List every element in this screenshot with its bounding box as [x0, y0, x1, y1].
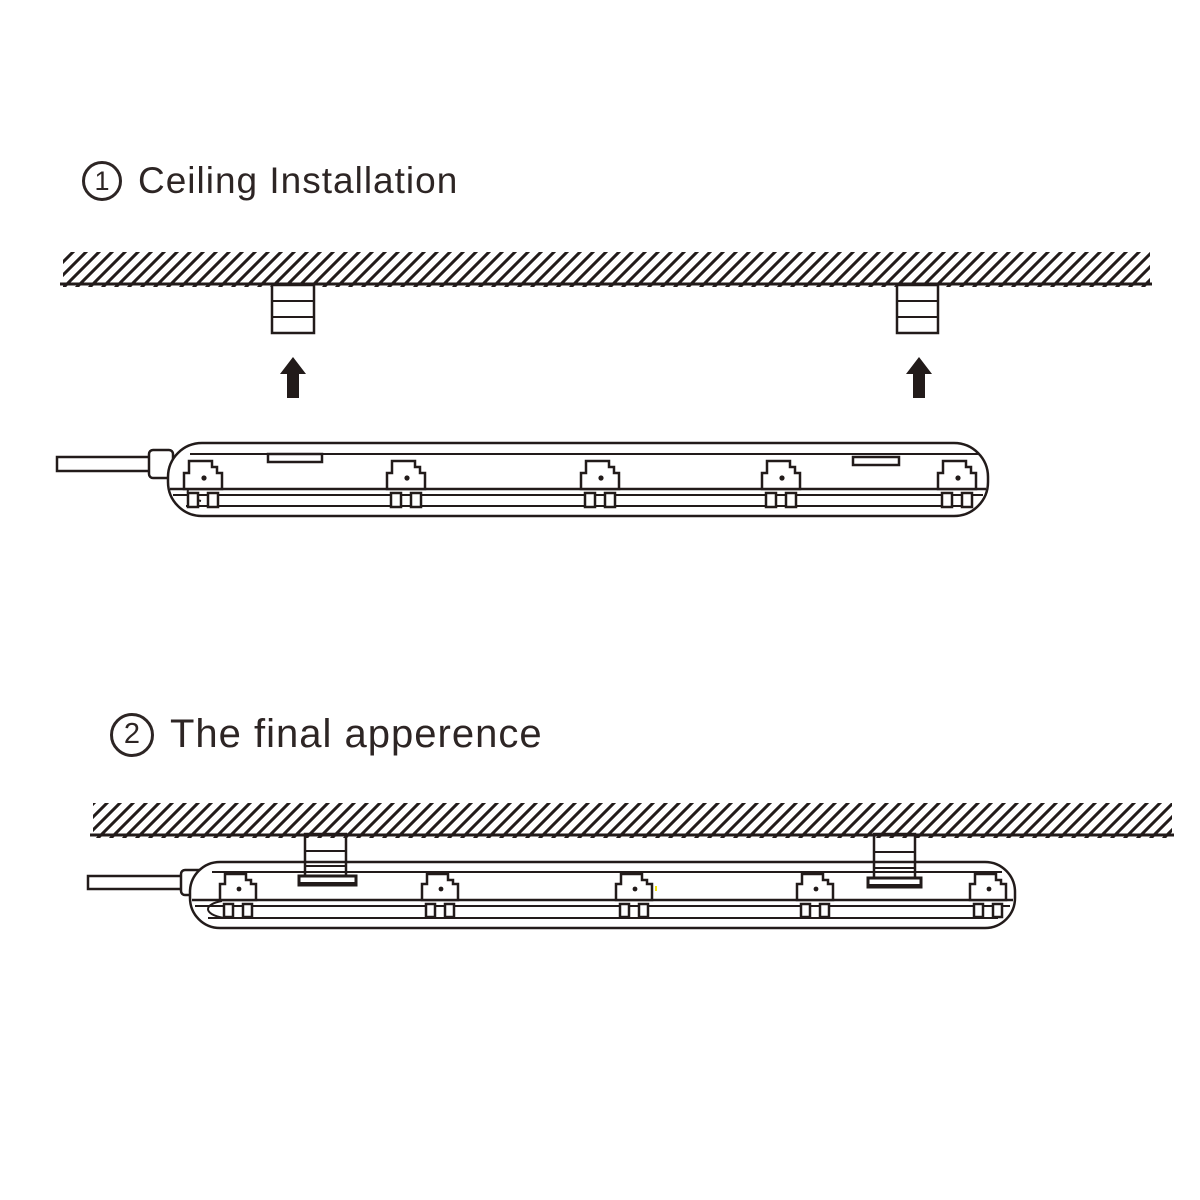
step-2-number-badge: 2	[110, 712, 154, 757]
up-arrow-left-icon	[280, 357, 306, 398]
up-arrow-right-icon	[906, 357, 932, 398]
power-cable	[55, 455, 154, 473]
step-1-number-badge: 1	[82, 161, 122, 201]
mounting-clip-4	[795, 872, 835, 919]
mounting-bracket-left-engaged	[297, 832, 358, 887]
clip-screw-dot	[955, 475, 961, 481]
mounting-clip-5	[968, 872, 1008, 919]
final-appearance-diagram	[86, 803, 1174, 930]
mounting-clip-2	[420, 872, 460, 919]
bracket-body	[895, 283, 940, 335]
light-fixture	[55, 441, 990, 518]
mounting-clip-5	[936, 459, 978, 509]
ceiling-hatch-band	[90, 803, 1174, 838]
mounting-clip-1	[218, 872, 258, 919]
mounting-clip-1	[182, 459, 224, 509]
mounting-bracket-right-engaged	[866, 832, 923, 889]
clip-screw-dot	[404, 475, 410, 481]
power-cable	[86, 874, 185, 891]
step-2-header: 2 The final apperence	[110, 712, 543, 757]
clip-screw-dot	[438, 886, 444, 892]
ceiling-installation-diagram	[55, 252, 1152, 518]
mounting-clip-4	[760, 459, 802, 509]
mounting-slot-left	[266, 452, 324, 464]
mounting-bracket-left	[270, 283, 316, 335]
step-2-title: The final apperence	[170, 712, 543, 756]
mounting-bracket-right	[895, 283, 940, 335]
clip-screw-dot	[201, 475, 207, 481]
step-1-header: 1 Ceiling Installation	[82, 160, 458, 202]
bracket-body	[270, 283, 316, 335]
ceiling-hatching	[93, 803, 1172, 838]
mounting-clip-3	[614, 872, 654, 919]
step-1-title: Ceiling Installation	[138, 160, 459, 201]
ceiling-hatch-band	[60, 252, 1152, 287]
light-fixture-mounted	[86, 860, 1017, 930]
clip-screw-dot	[779, 475, 785, 481]
ceiling-hatching	[63, 252, 1150, 287]
end-cap-lip	[207, 900, 225, 919]
stray-yellow-mark	[655, 886, 657, 891]
mounting-clip-3	[579, 459, 621, 509]
clip-screw-dot	[986, 886, 992, 892]
mounting-clip-2	[385, 459, 427, 509]
clip-screw-dot	[236, 886, 242, 892]
clip-screw-dot	[598, 475, 604, 481]
clip-screw-dot	[632, 886, 638, 892]
mounting-slot-right	[851, 455, 901, 467]
clip-screw-dot	[813, 886, 819, 892]
